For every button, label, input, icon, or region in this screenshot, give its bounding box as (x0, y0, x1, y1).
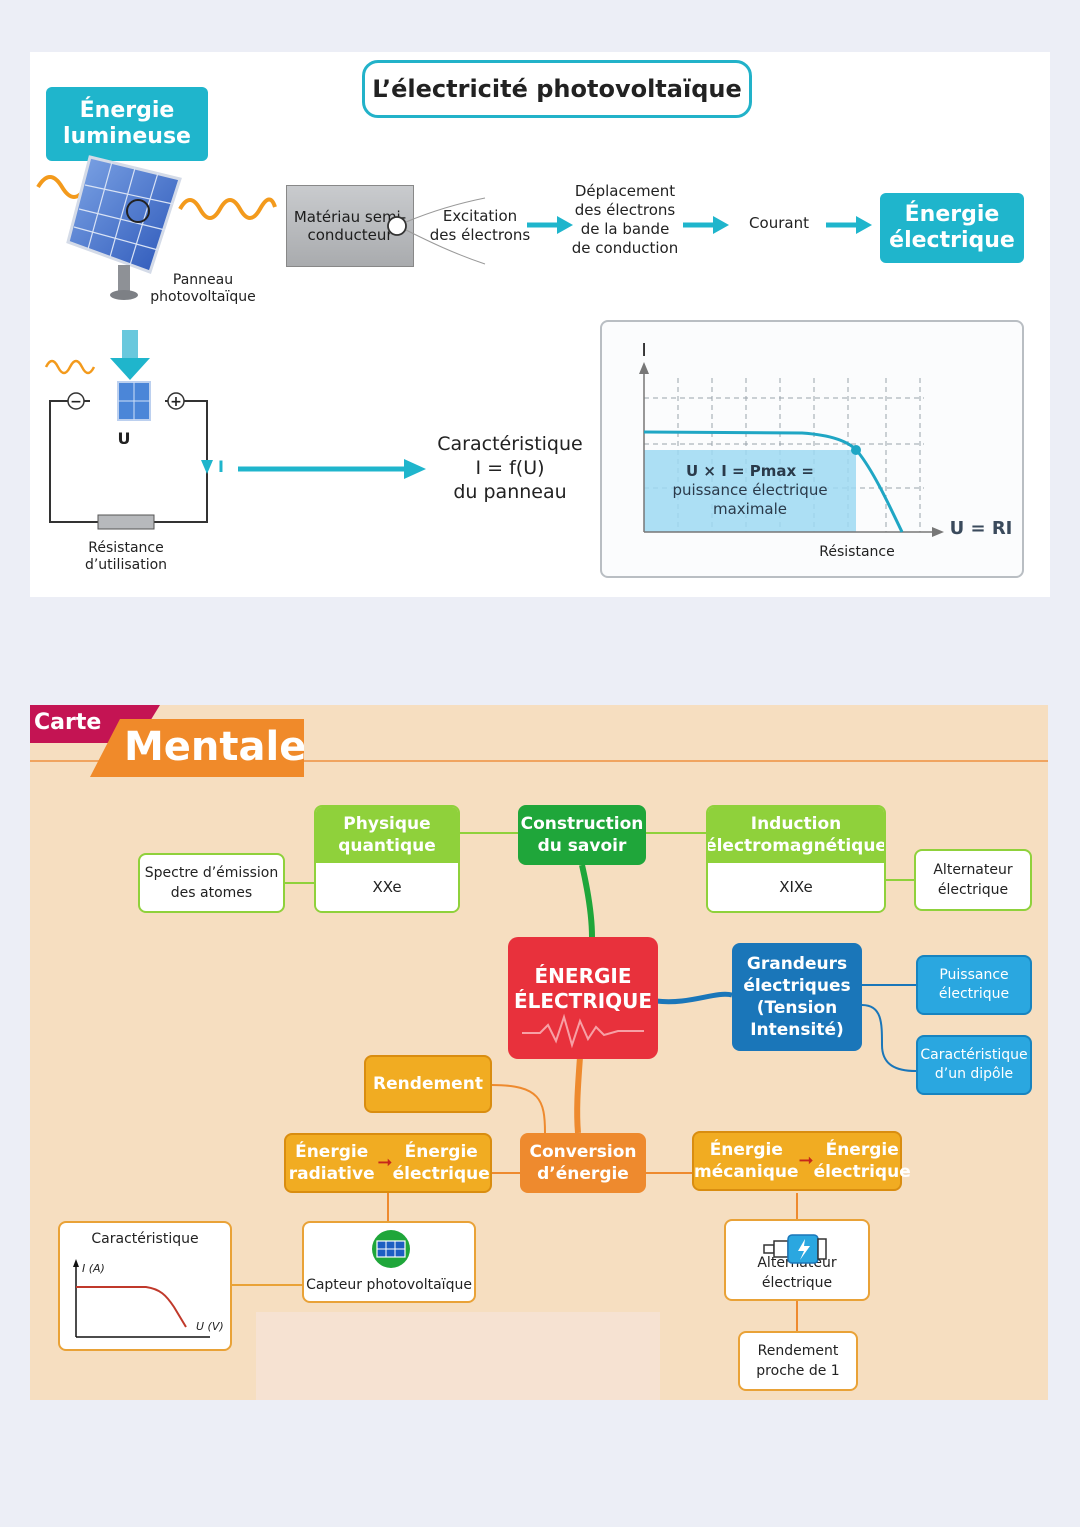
rendement-proche-node: Rendement proche de 1 (738, 1331, 858, 1391)
mini-graph-y-label: I (A) (82, 1262, 105, 1275)
spectre-node: Spectre d’émission des atomes (138, 853, 285, 913)
caracteristique-block: Caractéristique I = f(U) du panneau (428, 432, 592, 504)
grandeurs-node: Grandeurs électriques (Tension Intensité… (732, 943, 862, 1051)
iu-graph (639, 362, 944, 537)
physique-quantique-label: Physique quantique (316, 807, 458, 863)
energie-electrique-center-node: ÉNERGIE ÉLECTRIQUE (508, 937, 658, 1059)
photovoltaic-panel: L’électricité photovoltaïque Énergie lum… (30, 52, 1050, 597)
blank-area (256, 1312, 660, 1400)
zoom-lines (387, 197, 486, 265)
induction-century: XIXe (708, 863, 884, 911)
energie-lumineuse-box: Énergie lumineuse (46, 87, 208, 161)
conv-right-from: Énergie mécanique (694, 1140, 799, 1182)
capteur-label: Capteur photovoltaïque (306, 1277, 472, 1293)
alternateur-node: Alternateur électrique (724, 1219, 870, 1301)
arrow-right-icon (683, 216, 729, 234)
physique-century: XXe (316, 863, 458, 911)
mini-iu-graph (73, 1259, 210, 1338)
iu-graph-box: I U = RI U × I = Pmax = puissance électr… (600, 320, 1024, 578)
panneau-label: Panneau photovoltaïque (150, 272, 256, 305)
arrow-right-icon (527, 216, 573, 234)
caracteristique-dipole-node: Caractéristique d’un dipôle (916, 1035, 1032, 1095)
resistance-utilisation-label: Résistance d’utilisation (84, 540, 168, 573)
minus-sign: − (70, 394, 82, 410)
excitation-label: Excitation des électrons (429, 207, 531, 244)
arrow-down-icon (110, 330, 150, 380)
photovoltaic-title: L’électricité photovoltaïque (362, 60, 752, 118)
du-panneau-label: du panneau (453, 481, 567, 503)
i-equals-label: I = f(U) (475, 457, 545, 479)
mindmap-connectors (232, 832, 917, 1331)
plus-sign: + (170, 394, 182, 410)
caracteristique-graph-node: Caractéristique I (A) U (V) (58, 1221, 232, 1351)
deplacement-label: Déplacement des électrons de la bande de… (571, 182, 679, 257)
mini-graph-x-label: U (V) (196, 1320, 224, 1333)
alternateur-electrique-node: Alternateur électrique (914, 849, 1032, 911)
arrow-right-icon (238, 459, 426, 479)
rendement-node: Rendement (364, 1055, 492, 1113)
construction-node: Construction du savoir (518, 805, 646, 865)
conversion-node: Conversion d’énergie (520, 1133, 646, 1193)
caracteristique-label: Caractéristique (437, 433, 583, 455)
graph-area-formula: U × I = Pmax = (686, 462, 814, 480)
graph-curve-label: Résistance (819, 544, 895, 560)
energie-electrique-box: Énergie électrique (880, 193, 1024, 263)
caracteristique-title: Caractéristique (91, 1231, 199, 1247)
solar-panel-icon (372, 1230, 410, 1268)
courant-label: Courant (749, 214, 809, 232)
puissance-node: Puissance électrique (916, 955, 1032, 1015)
graph-y-axis-label: I (641, 340, 647, 361)
induction-node: Induction électromagnétique XIXe (706, 805, 886, 913)
u-label: U (117, 429, 131, 448)
graph-x-axis-label: U = RI (949, 518, 1013, 539)
graph-area-description: puissance électrique maximale (672, 481, 828, 518)
physique-quantique-node: Physique quantique XXe (314, 805, 460, 913)
mind-map-panel: Carte Mentale Construction du savoir Phy… (30, 705, 1048, 1400)
arrow-right-icon: ➞ (798, 1150, 814, 1171)
alternator-icon (763, 1234, 827, 1264)
induction-label: Induction électromagnétique (708, 807, 884, 863)
conv-left-from: Énergie radiative (288, 1142, 375, 1184)
conversion-mecanique-node: Énergie mécanique ➞ Énergie électrique (692, 1131, 911, 1191)
conv-right-to: Énergie électrique (813, 1140, 911, 1182)
pulse-icon (522, 1013, 644, 1049)
arrow-right-icon (826, 216, 872, 234)
solar-panel-icon (36, 155, 277, 300)
graph-area-text: U × I = Pmax = puissance électrique maxi… (664, 462, 836, 519)
conversion-radiative-node: Énergie radiative ➞ Énergie électrique (284, 1133, 492, 1193)
capteur-node: Capteur photovoltaïque (302, 1221, 476, 1303)
conv-left-to: Énergie électrique (392, 1142, 490, 1184)
mentale-label: Mentale (90, 719, 304, 777)
header-divider (30, 760, 1048, 762)
i-label: I (218, 457, 224, 476)
arrow-right-icon: ➞ (377, 1152, 393, 1173)
circuit-diagram (44, 359, 213, 530)
center-label: ÉNERGIE ÉLECTRIQUE (513, 964, 653, 1013)
